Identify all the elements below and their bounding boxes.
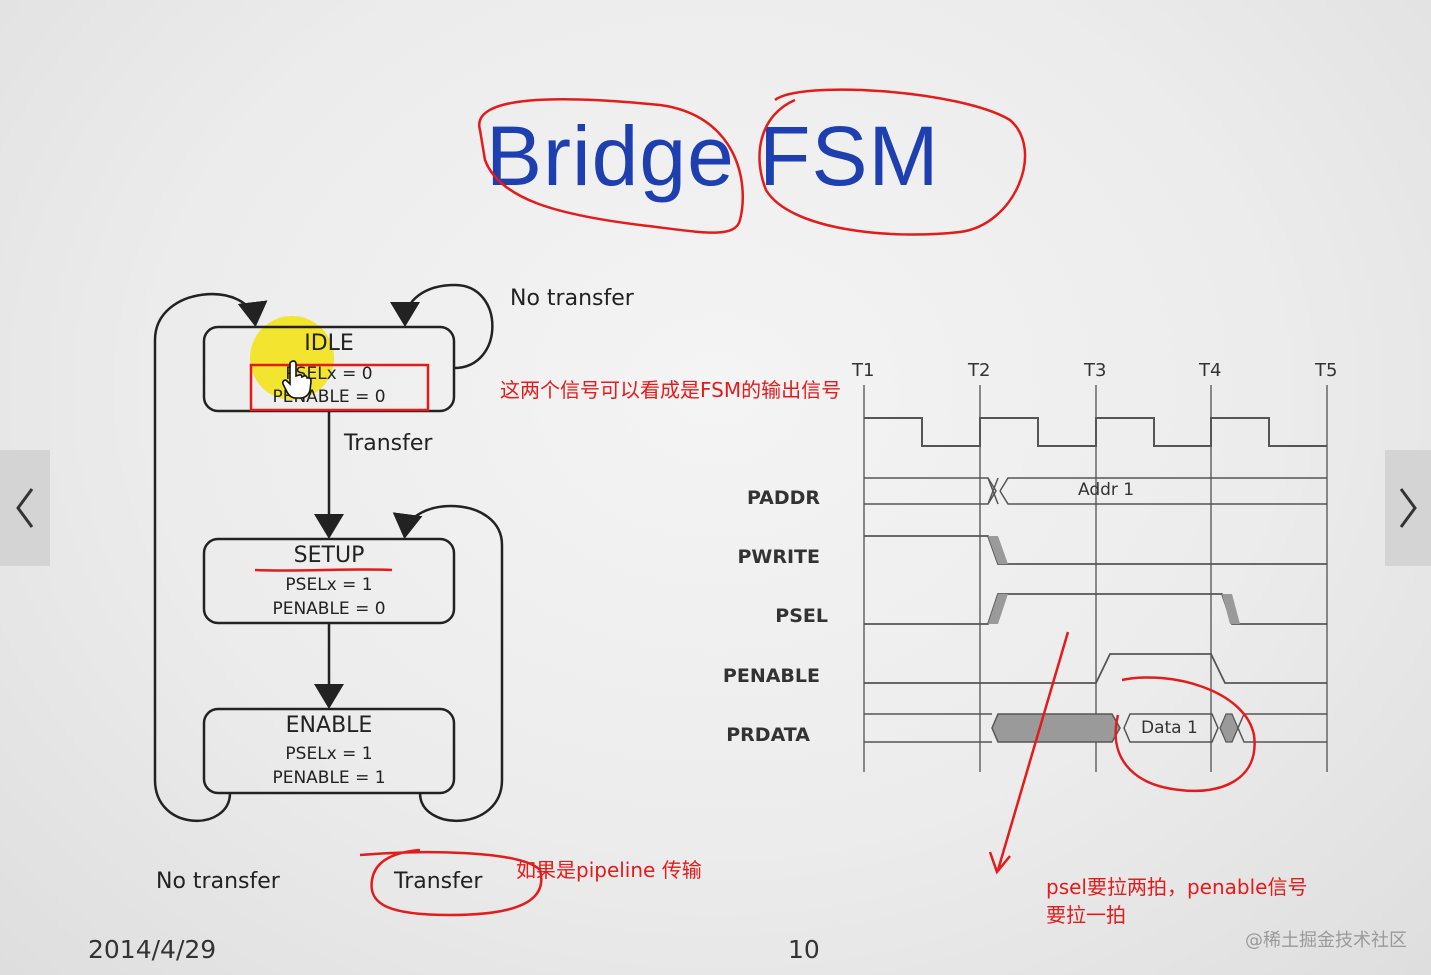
tick-t4: T4 <box>1199 360 1222 381</box>
next-slide-button[interactable] <box>1385 450 1431 566</box>
state-idle-name: IDLE <box>304 331 354 356</box>
state-setup-name: SETUP <box>293 543 365 568</box>
signal-penable: PENABLE <box>722 665 820 687</box>
chevron-left-icon <box>16 488 34 528</box>
note-psel-line1: psel要拉两拍，penable信号 <box>1046 875 1308 899</box>
label-idle-no-transfer: No transfer <box>510 286 634 311</box>
state-enable-psel: PSELx = 1 <box>285 744 373 764</box>
state-enable-name: ENABLE <box>285 713 373 738</box>
prev-slide-button[interactable] <box>0 450 50 566</box>
prdata-valid <box>1123 713 1219 743</box>
clock-waveform <box>864 417 1327 447</box>
signal-psel: PSEL <box>775 605 828 627</box>
tick-lines <box>863 385 1328 772</box>
state-setup-psel: PSELx = 1 <box>285 575 373 595</box>
cursor-highlight <box>250 316 334 400</box>
penable-waveform <box>864 653 1327 684</box>
arrow-idle-loop <box>390 283 494 370</box>
slide-page-number: 10 <box>788 935 820 964</box>
state-enable-box <box>202 707 456 795</box>
note-fsm-outputs: 这两个信号可以看成是FSM的输出信号 <box>500 378 842 402</box>
arrow-enable-to-idle <box>153 292 268 823</box>
prdata-invalid <box>991 713 1121 743</box>
tick-t1: T1 <box>852 360 875 381</box>
state-setup-penable: PENABLE = 0 <box>272 599 386 619</box>
state-idle-psel: PSELx = 0 <box>285 364 373 384</box>
state-enable-penable: PENABLE = 1 <box>272 768 386 788</box>
paddr-bus-invalid <box>864 477 997 505</box>
note-psel-line2: 要拉一拍 <box>1046 903 1126 927</box>
signal-paddr: PADDR <box>746 487 820 509</box>
label-enable-no-transfer: No transfer <box>156 869 280 894</box>
note-pipeline: 如果是pipeline 传输 <box>516 858 702 882</box>
prdata-value: Data 1 <box>1141 718 1198 738</box>
arrow-enable-to-setup <box>392 504 504 822</box>
label-enable-transfer: Transfer <box>394 869 483 894</box>
hand-cursor-icon <box>282 360 312 399</box>
tick-t2: T2 <box>968 360 991 381</box>
signal-pwrite: PWRITE <box>737 546 820 568</box>
slide-title: Bridge FSM <box>486 109 940 203</box>
state-idle-penable: PENABLE = 0 <box>272 387 386 407</box>
paddr-value: Addr 1 <box>1078 480 1135 500</box>
slide-date: 2014/4/29 <box>88 935 217 964</box>
red-ink-annotations <box>249 88 1256 917</box>
label-idle-to-setup-transfer: Transfer <box>344 431 433 456</box>
paddr-bus-valid <box>999 477 1327 505</box>
psel-waveform <box>864 593 1327 625</box>
signal-prdata: PRDATA <box>726 724 810 746</box>
tick-t5: T5 <box>1315 360 1338 381</box>
watermark: @稀土掘金技术社区 <box>1245 930 1407 951</box>
tick-t3: T3 <box>1084 360 1107 381</box>
chevron-right-icon <box>1399 488 1417 528</box>
